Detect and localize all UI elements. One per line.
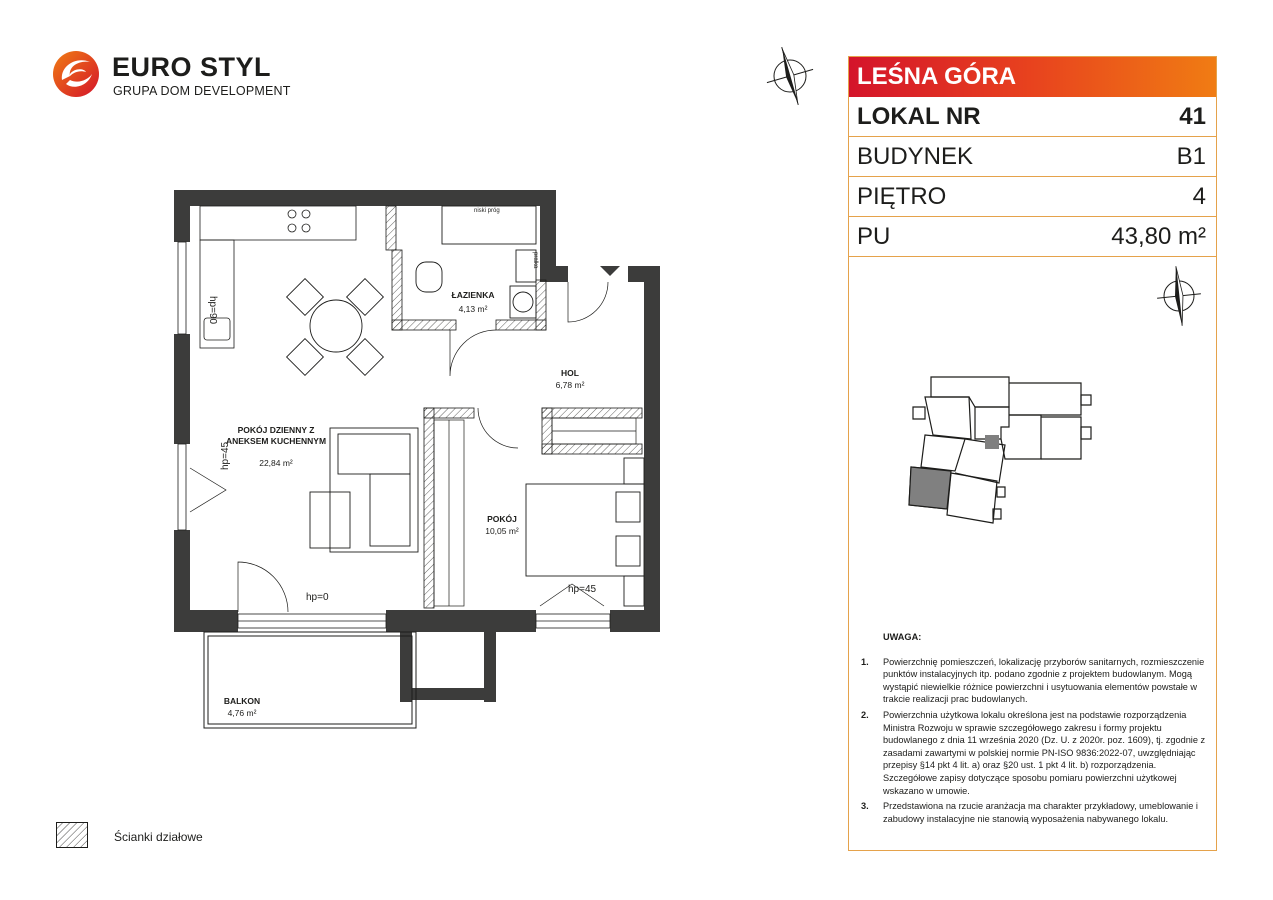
info-value-unit: 41	[1179, 103, 1206, 130]
info-label-unit: LOKAL NR	[857, 103, 981, 130]
brand-logo: EURO STYL GRUPA DOM DEVELOPMENT	[52, 50, 292, 106]
room-living-area: 22,84 m²	[259, 458, 293, 468]
room-balcony-name: BALKON	[223, 696, 261, 706]
hatch-swatch-icon	[56, 822, 88, 848]
entrance-marker	[600, 266, 620, 276]
north-arrow-icon	[766, 47, 814, 105]
kitchen-counter	[199, 205, 357, 349]
sofa	[309, 427, 419, 553]
room-balcony-area: 4,76 m²	[227, 708, 257, 718]
note-item: 3. Przedstawiona na rzucie aranżacja ma …	[859, 800, 1209, 825]
floor-plan-drawing	[174, 190, 660, 729]
room-living-name-line2: ANEKSEM KUCHENNYM	[225, 436, 327, 446]
info-row-unit: LOKAL NR 41	[849, 97, 1216, 137]
partition-walls	[385, 205, 643, 609]
info-value-area: 43,80 m²	[1111, 223, 1206, 250]
note-text: Powierzchnia użytkowa lokalu określona j…	[883, 709, 1206, 796]
room-living-name-line1: POKÓJ DZIENNY Z	[237, 425, 315, 435]
info-row-building: BUDYNEK B1	[849, 137, 1216, 177]
room-bedroom-name: POKÓJ	[487, 514, 517, 524]
label-low-threshold: niski próg	[474, 208, 500, 214]
info-row-floor: PIĘTRO 4	[849, 177, 1216, 217]
info-label-floor: PIĘTRO	[857, 183, 947, 210]
room-bathroom-name: ŁAZIENKA	[451, 290, 495, 300]
dining-set	[285, 277, 385, 377]
note-text: Przedstawiona na rzucie aranżacja ma cha…	[883, 801, 1198, 824]
bathroom-fixtures	[415, 205, 537, 319]
room-bedroom-area: 10,05 m²	[485, 526, 519, 536]
note-number: 2.	[861, 709, 869, 720]
brand-subtitle: GRUPA DOM DEVELOPMENT	[113, 84, 291, 98]
legend-label: Ścianki działowe	[114, 830, 203, 844]
doors	[189, 281, 609, 613]
room-bathroom-area: 4,13 m²	[458, 304, 488, 314]
label-hp90: hp=90	[207, 296, 218, 325]
info-value-building: B1	[1176, 143, 1206, 170]
exterior-walls	[174, 190, 660, 702]
info-label-area: PU	[857, 223, 891, 250]
brand-name: EURO STYL	[112, 52, 272, 82]
note-item: 2. Powierzchnia użytkowa lokalu określon…	[859, 709, 1209, 797]
apartment-info-panel: LEŚNA GÓRA LOKAL NR 41 BUDYNEK B1 PIĘTRO…	[848, 56, 1217, 851]
info-label-building: BUDYNEK	[857, 143, 974, 170]
info-value-floor: 4	[1192, 183, 1206, 210]
brand-logo-icon	[53, 51, 99, 97]
bed	[525, 457, 645, 607]
panel-north-arrow-icon	[1157, 266, 1201, 326]
room-living-name: POKÓJ DZIENNY Z ANEKSEM KUCHENNYM	[206, 425, 346, 447]
wardrobes	[433, 417, 637, 607]
label-hp0: hp=0	[306, 592, 329, 603]
note-text: Powierzchnię pomieszczeń, lokalizację pr…	[883, 656, 1205, 705]
balcony	[203, 631, 417, 729]
label-hp45-left: hp=45	[220, 441, 231, 470]
info-row-area: PU 43,80 m²	[849, 217, 1216, 257]
building-key-plan	[908, 376, 1092, 524]
windows	[177, 241, 611, 629]
floor-plan: POKÓJ DZIENNY Z ANEKSEM KUCHENNYM 22,84 …	[160, 180, 680, 740]
note-item: 1. Powierzchnię pomieszczeń, lokalizację…	[859, 656, 1209, 706]
label-washer: pralka	[532, 252, 538, 269]
note-number: 3.	[861, 801, 869, 812]
notes-title: UWAGA:	[883, 632, 922, 642]
project-title: LEŚNA GÓRA	[849, 57, 1216, 97]
room-hall-area: 6,78 m²	[555, 380, 585, 390]
note-number: 1.	[861, 656, 869, 667]
label-hp45-bottom: hp=45	[568, 584, 597, 595]
notes-section: UWAGA: 1. Powierzchnię pomieszczeń, loka…	[859, 631, 1209, 828]
room-hall-name: HOL	[561, 368, 579, 378]
